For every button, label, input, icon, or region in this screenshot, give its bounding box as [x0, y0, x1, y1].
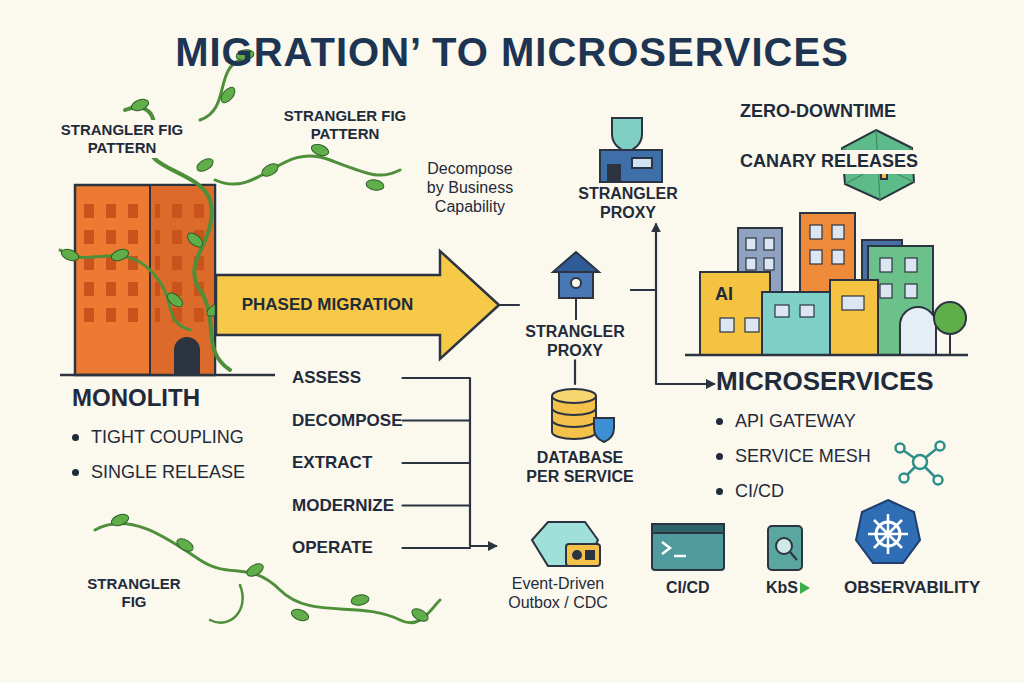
node-box: Event-Driven Outbox / CDC	[498, 516, 618, 612]
step-label: OPERATE	[292, 538, 403, 558]
node-box: DATABASE PER SERVICE	[521, 384, 639, 486]
text-label: CANARY RELEASES	[738, 150, 920, 174]
bullet-dot	[716, 418, 723, 425]
node-box: ASSESS DECOMPOSE EXTRACT MODERNIZE OPERATE	[292, 368, 403, 581]
bullet-text: SERVICE MESH	[735, 446, 871, 467]
bullet-row: CI/CD	[716, 481, 934, 502]
network-icon	[896, 442, 945, 485]
node-label: STRANGLER PROXY	[519, 322, 631, 360]
step-label: DECOMPOSE	[292, 411, 403, 431]
bullet-dot	[716, 488, 723, 495]
bullet-dot	[72, 434, 79, 441]
node-heading: MICROSERVICES	[716, 366, 934, 397]
text-label: STRANGLER FIG PATTERN	[268, 106, 422, 144]
microservices-city	[685, 213, 968, 355]
kubernetes-icon	[856, 500, 920, 563]
database-icon	[552, 389, 614, 442]
step-label: EXTRACT	[292, 453, 403, 473]
node-box: MICROSERVICES API GATEWAY SERVICE MESH CI/C…	[716, 366, 934, 502]
node-label: STRANGLER PROXY	[572, 184, 684, 222]
text-label: KbS	[764, 577, 800, 598]
text-label: Decompose by Business Capability	[420, 158, 520, 218]
bullet-dot	[716, 453, 723, 460]
migration-arrow: PHASED MIGRATION	[215, 250, 500, 360]
bullet-row: SERVICE MESH	[716, 446, 934, 467]
node-label: Event-Driven Outbox / CDC	[498, 574, 618, 612]
arrow-body	[216, 251, 499, 359]
proxy-icon	[600, 118, 662, 182]
bullet-row: SINGLE RELEASE	[72, 462, 245, 483]
text-label: STRANGLER FIG PATTERN	[52, 120, 192, 158]
play-triangle	[800, 582, 810, 594]
bullet-text: CI/CD	[735, 481, 784, 502]
node-box: MONOLITH TIGHT COUPLING SINGLE RELEASE	[72, 384, 245, 483]
step-label: ASSESS	[292, 368, 403, 388]
bullet-row: API GATEWAY	[716, 411, 934, 432]
bullet-row: TIGHT COUPLING	[72, 427, 245, 448]
terminal-icon	[652, 524, 724, 570]
connector	[574, 360, 576, 384]
node-label: DATABASE PER SERVICE	[521, 448, 639, 486]
event-icon	[532, 522, 600, 566]
connector	[403, 378, 497, 548]
bullet-text: TIGHT COUPLING	[91, 427, 244, 448]
text-label: ZERO-DOWNTIME	[738, 100, 898, 124]
text-label: OBSERVABILITY	[842, 577, 982, 599]
step-label: MODERNIZE	[292, 496, 403, 516]
bullet-dot	[72, 469, 79, 476]
text-label: STRANGLER FIG	[72, 574, 196, 612]
connector	[631, 224, 656, 290]
node-heading: MONOLITH	[72, 384, 245, 413]
bullet-text: API GATEWAY	[735, 411, 856, 432]
search-icon	[768, 526, 802, 570]
text-label: CI/CD	[664, 577, 712, 598]
connector	[631, 290, 714, 384]
birdhouse-icon	[553, 252, 599, 320]
node-box: STRANGLER PROXY	[519, 250, 631, 360]
arrow-label: PHASED MIGRATION	[215, 275, 440, 335]
node-box: STRANGLER PROXY	[572, 116, 684, 222]
diagram-title: MIGRATION’ TO MICROSERVICES	[0, 30, 1024, 75]
connector	[500, 304, 519, 306]
text-label: AI	[713, 283, 735, 307]
bullet-text: SINGLE RELEASE	[91, 462, 245, 483]
